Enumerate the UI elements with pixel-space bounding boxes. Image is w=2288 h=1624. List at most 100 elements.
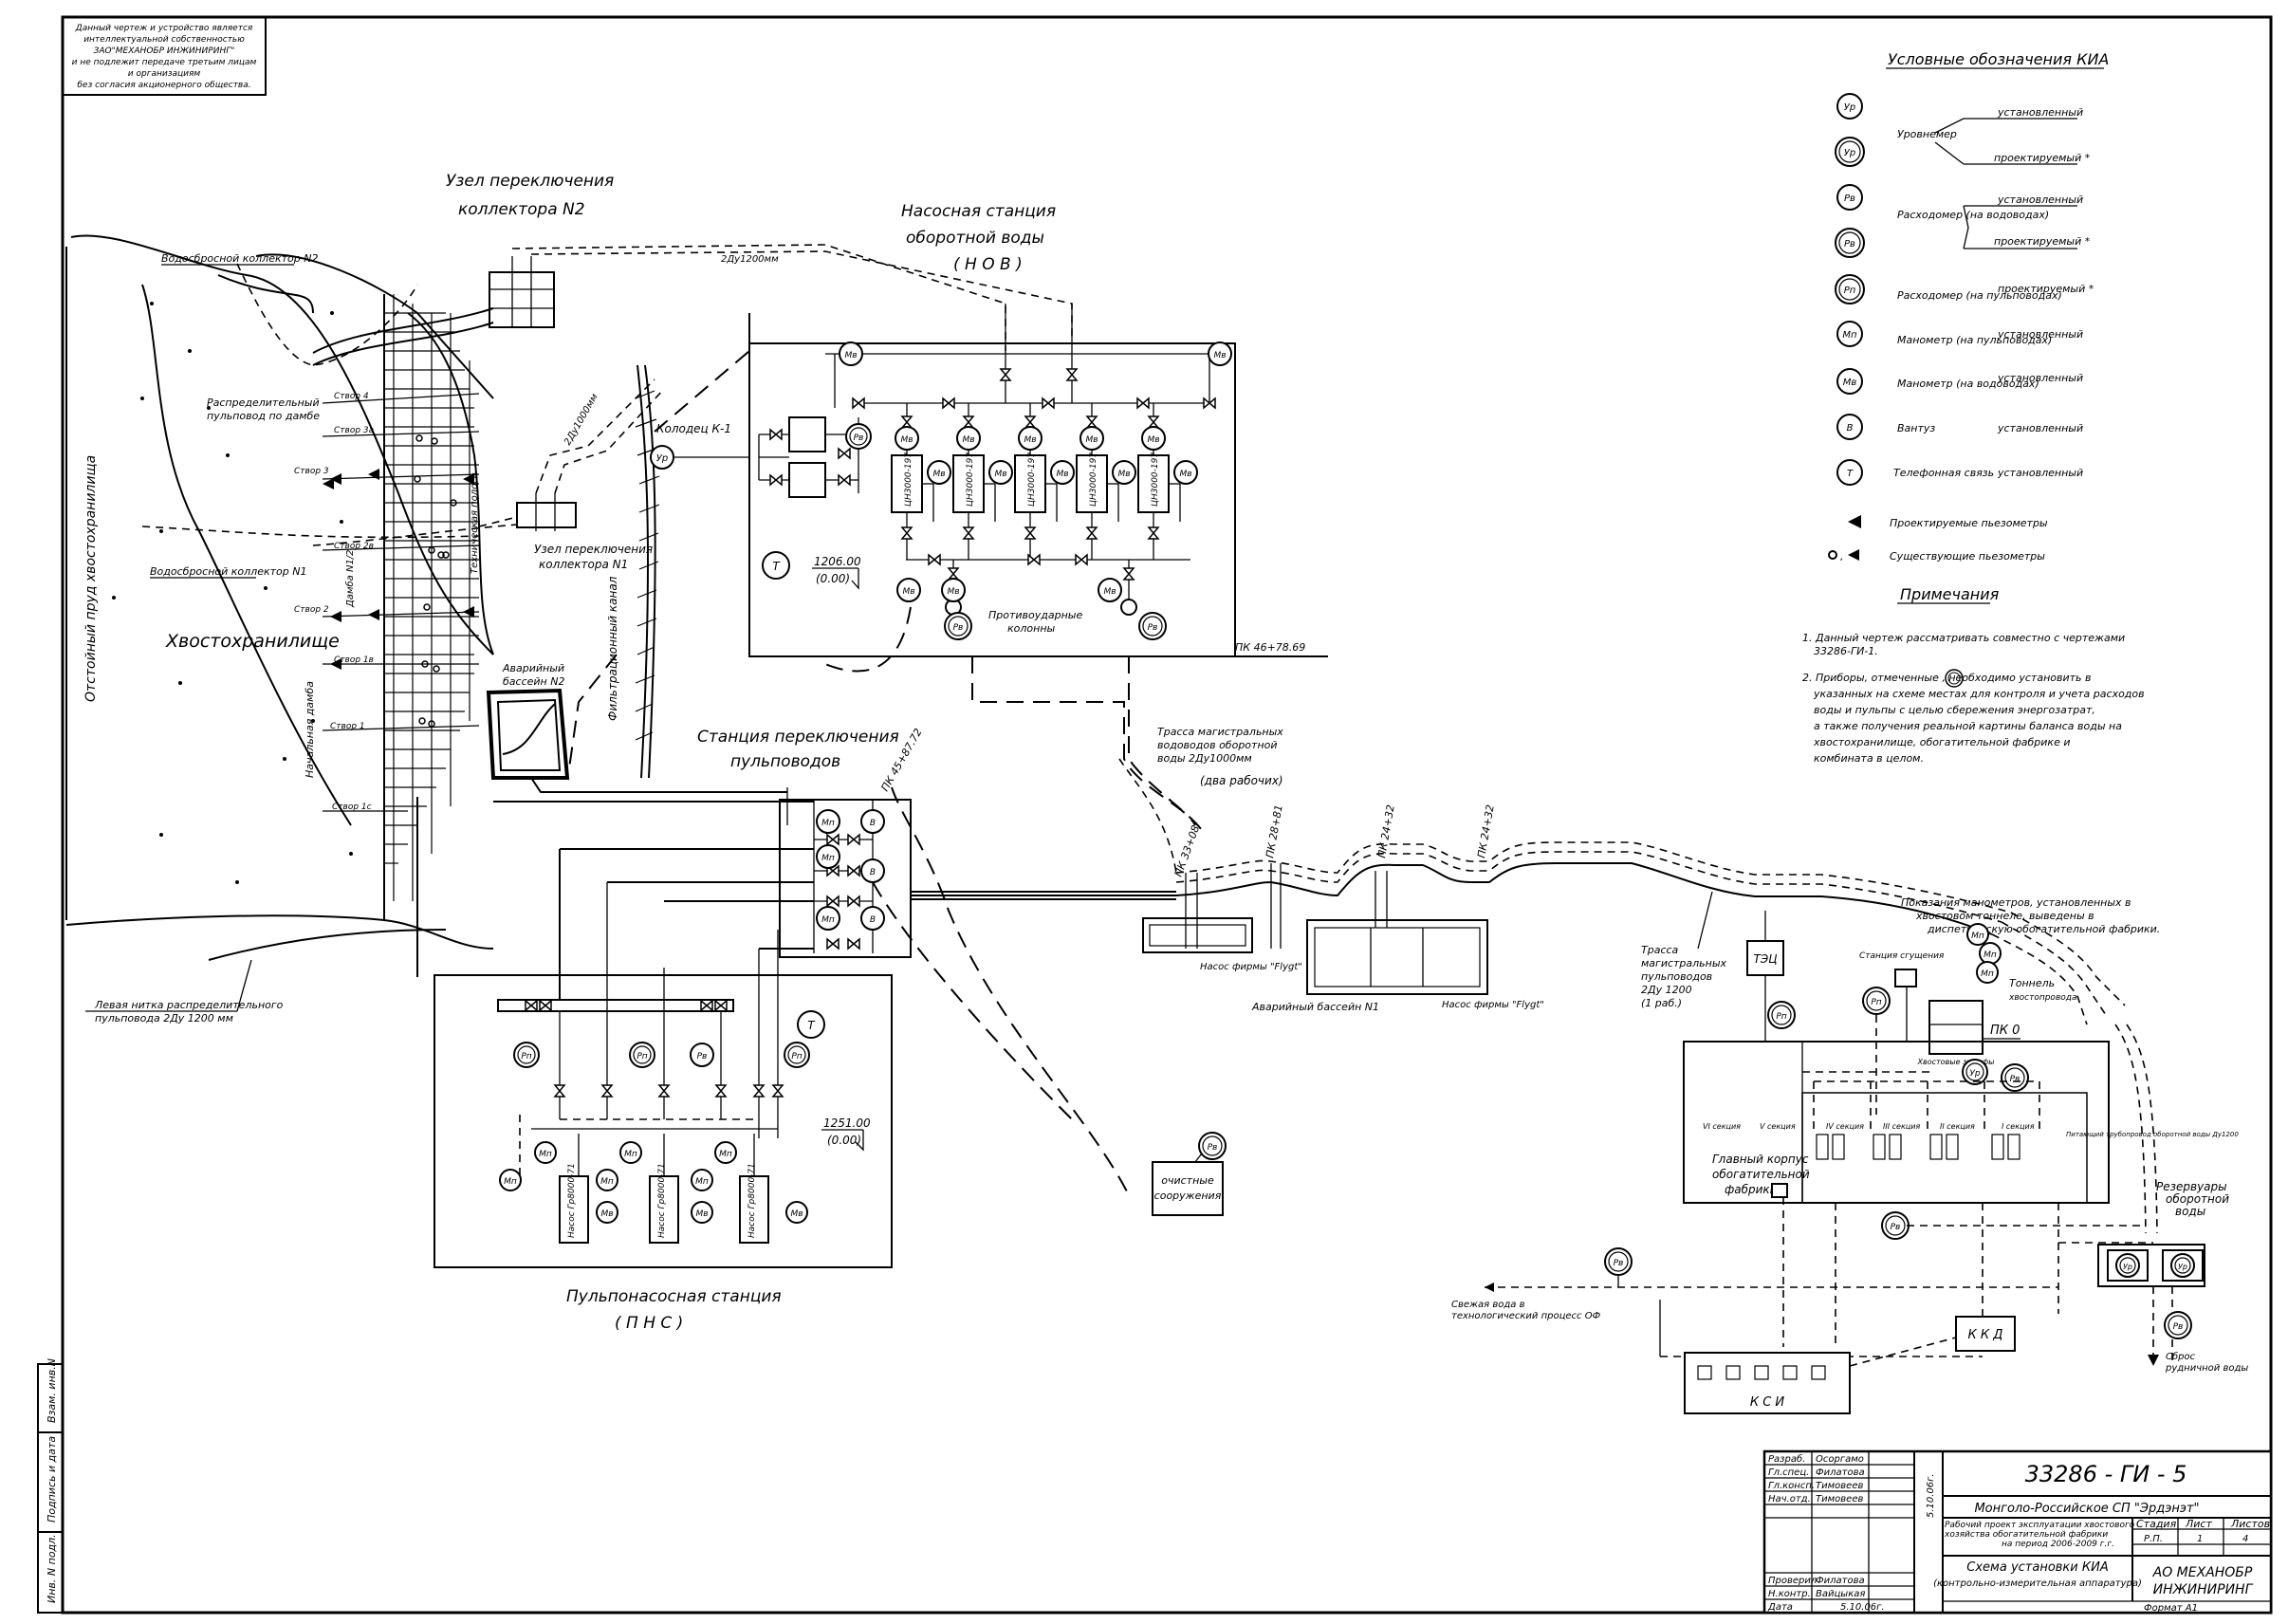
svg-text:Мп: Мп	[539, 1150, 552, 1159]
svg-text:Листов: Листов	[2230, 1518, 2270, 1530]
svg-text:установленный: установленный	[1997, 194, 2083, 206]
svg-text:Стадия: Стадия	[2136, 1518, 2177, 1530]
drawing-frame	[61, 15, 2273, 1615]
section-label: V секция	[1760, 1122, 1796, 1131]
proj-piezometer-icon	[1848, 515, 1861, 528]
piezometer-markers	[323, 469, 474, 670]
svg-text:Мп: Мп	[600, 1177, 614, 1187]
exist-piezometer-icon	[1828, 550, 1837, 560]
svg-text:Рв: Рв	[1614, 1259, 1624, 1268]
svg-text:Рв: Рв	[2173, 1322, 2184, 1332]
kkd-label: К К Д	[1968, 1328, 2003, 1342]
svg-text:Мв: Мв	[695, 1209, 708, 1219]
nov-pump-station: Насосная станция оборотной воды ( Н О В …	[748, 202, 1328, 836]
pns-station: Пульпонасосная станция ( П Н С ) Рп Рп Р…	[434, 882, 893, 1333]
svg-text:Мп: Мп	[821, 915, 835, 925]
note-line: 33286-ГИ-1.	[1814, 645, 1878, 657]
company-1: АО МЕХАНОБР	[2152, 1565, 2253, 1580]
svg-text:Рв: Рв	[953, 623, 964, 633]
company-2: ИНЖИНИРИНГ	[2153, 1582, 2254, 1597]
anti-hammer-1: Противоударные	[988, 609, 1082, 621]
section-label: IV секция	[1826, 1122, 1864, 1131]
note-line: 1. Данный чертеж рассматривать совместно…	[1802, 632, 2125, 644]
dam-hatching	[384, 294, 479, 901]
svg-text:Тимовеев: Тимовеев	[1816, 1481, 1863, 1491]
pk-28-label: ПК 28+81	[1264, 803, 1285, 858]
legend-title: Условные обозначения КИА	[1888, 50, 2109, 68]
svg-text:Ур: Ур	[1844, 148, 1855, 158]
pns-pump-label: Насос Гр8000-71	[567, 1163, 577, 1238]
notice-box	[62, 16, 267, 96]
svg-text:проектируемый *: проектируемый *	[1994, 235, 2091, 248]
stamp-replace: Взам. инв.N	[46, 1358, 58, 1423]
svg-text:Мп: Мп	[821, 854, 835, 863]
title-project-1: Рабочий проект эксплуатации хвостового	[1945, 1521, 2135, 1530]
sheet-format: Формат А1	[2144, 1603, 2198, 1614]
pns-pump-label: Насос Гр8000-71	[747, 1163, 757, 1238]
svg-text:Осоргамо: Осоргамо	[1816, 1454, 1864, 1465]
notice-line: и организациям	[128, 69, 201, 79]
station-labels: Створ 4 Створ 3а Створ 3 Створ 2в Створ …	[294, 392, 374, 812]
tailings-label: Хвостохранилище	[165, 631, 340, 652]
legend-row: Рв Расходомер (на водоводах) установленн…	[1836, 184, 2083, 229]
ksi-box	[1684, 1352, 1851, 1414]
drawing-code: 33286 - ГИ - 5	[2025, 1461, 2187, 1487]
svg-text:В: В	[870, 915, 876, 925]
reservoirs-2: оборотной	[2166, 1192, 2229, 1206]
section-label: II секция	[1940, 1122, 1975, 1131]
pulp-switch-title-1: Станция переключения	[697, 728, 899, 747]
notice-line: без согласия акционерного общества.	[77, 81, 250, 90]
elev-nov-zero: (0.00)	[816, 572, 850, 585]
pk-331-label: ПК 33+08	[1172, 823, 1203, 878]
station-label: Створ 1в	[334, 655, 374, 665]
existing-piezometers	[414, 434, 457, 728]
svg-text:Тимовеев: Тимовеев	[1816, 1494, 1863, 1504]
trunk-pulp-2: магистральных	[1641, 957, 1727, 969]
svg-text:Мп: Мп	[1842, 330, 1857, 341]
trunk-line-3: воды 2Ду1000мм	[1157, 752, 1252, 765]
press-note-1: Показания манометров, установленных в	[1901, 896, 2131, 909]
svg-text:установленный: установленный	[1997, 422, 2083, 434]
station-label: Створ 3	[294, 467, 329, 476]
main-building-area: ТЭЦ Рп Станция сгущения Рп Показания ман…	[1451, 896, 2248, 1414]
main-building-2: обогатительной	[1712, 1168, 1810, 1181]
svg-text:Гл.консп.: Гл.консп.	[1768, 1481, 1815, 1491]
svg-text:В: В	[1847, 423, 1854, 434]
treatment-facilities: очистные сооружения Рв	[1152, 1132, 1227, 1216]
svg-text:Телефонная связь: Телефонная связь	[1893, 467, 1994, 479]
node2-title-2: коллектора N2	[458, 200, 585, 219]
pk-nov-label: ПК 46+78.69	[1235, 641, 1305, 654]
svg-text:Филатова: Филатова	[1816, 1576, 1865, 1586]
filter-canal-label: Фильтрационный канал	[606, 576, 619, 721]
svg-text:В: В	[870, 868, 876, 877]
svg-text:Расходомер (на водоводах): Расходомер (на водоводах)	[1897, 209, 2049, 221]
emergency2-label-1: Аварийный	[502, 662, 564, 674]
svg-text:Расходомер (на пульповодах): Расходомер (на пульповодах)	[1897, 289, 2062, 302]
notice-line: и не подлежит передаче третьим лицам	[72, 58, 257, 67]
distrib-pipe-label-2: пульповод по дамбе	[207, 410, 320, 422]
notice-line: Данный чертеж и устройство является	[75, 24, 253, 33]
title-sheet-title-1: Схема установки КИА	[1966, 1560, 2108, 1575]
nov-pump: ЦН3000-197 Мв Мв	[891, 403, 951, 560]
distrib-pipe-label-1: Распределительный	[207, 397, 320, 409]
svg-text:Мв: Мв	[1117, 470, 1130, 479]
elev-nov: 1206.00	[814, 555, 861, 568]
svg-text:Мв: Мв	[1843, 378, 1857, 388]
left-thread-1: Левая нитка распределительного	[94, 999, 284, 1011]
trunk-pulp-5: (1 раб.)	[1641, 997, 1682, 1009]
treatment-label-2: сооружения	[1154, 1190, 1222, 1202]
node1-label-2: коллектора N1	[539, 558, 628, 571]
pulp-switch-station: Станция переключения пульповодов ПК 45+8…	[416, 727, 1176, 1196]
svg-text:установленный: установленный	[1997, 106, 2083, 119]
svg-text:Т: Т	[772, 560, 781, 573]
svg-text:Рп: Рп	[1844, 286, 1856, 296]
svg-text:установленный: установленный	[1997, 328, 2083, 341]
legend-row: Рп Расходомер (на пульповодах) проектиру…	[1835, 274, 2094, 304]
notes: Примечания 1. Данный чертеж рассматриват…	[1802, 585, 2145, 765]
svg-text:ЦН3000-197: ЦН3000-197	[966, 452, 975, 507]
svg-text:Мв: Мв	[1085, 435, 1098, 445]
phone-icon	[797, 1010, 825, 1039]
phone-icon	[762, 551, 790, 580]
svg-text:Манометр (на пульповодах): Манометр (на пульповодах)	[1897, 334, 2052, 346]
